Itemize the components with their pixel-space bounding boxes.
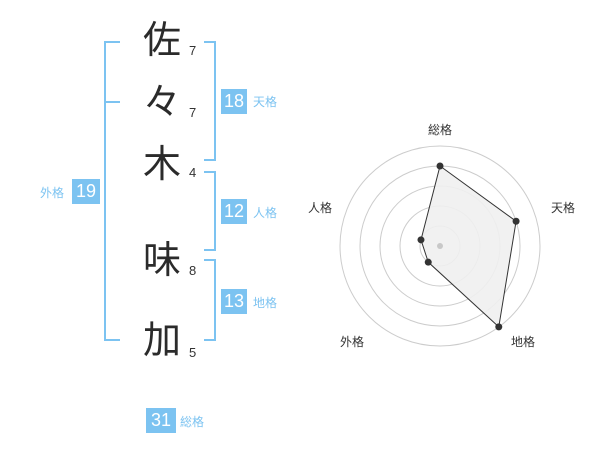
name-char-5: 加 bbox=[142, 318, 181, 362]
jinkaku-value: 12 bbox=[221, 199, 247, 224]
stroke-count-5: 5 bbox=[189, 345, 197, 360]
radar-axis-label-chikaku: 地格 bbox=[511, 335, 536, 349]
radar-axis-label-soukaku: 総格 bbox=[428, 123, 453, 137]
radar-axis-label-tenkaku: 天格 bbox=[551, 201, 576, 215]
radar-point-3 bbox=[495, 323, 503, 331]
radar-point-1 bbox=[436, 162, 444, 170]
radar-axis-label-gaikaku: 外格 bbox=[340, 335, 365, 349]
radar-point-4 bbox=[424, 258, 432, 266]
soukaku-label: 総格 bbox=[180, 415, 205, 429]
stroke-count-1: 7 bbox=[189, 43, 197, 58]
tenkaku-label: 天格 bbox=[253, 95, 278, 109]
radar-point-5 bbox=[417, 236, 425, 244]
chikaku-label: 地格 bbox=[253, 296, 278, 310]
chikaku-value: 13 bbox=[221, 289, 247, 314]
radar-grid-ring bbox=[339, 145, 541, 347]
radar-point-2 bbox=[512, 217, 520, 225]
radar-center-dot bbox=[437, 243, 443, 249]
soukaku-value: 31 bbox=[146, 408, 176, 433]
radar-series-polygon bbox=[420, 165, 517, 328]
name-char-3: 木 bbox=[142, 142, 181, 186]
gaikaku-value: 19 bbox=[72, 179, 100, 204]
stroke-count-3: 4 bbox=[189, 165, 197, 180]
tenkaku-value: 18 bbox=[221, 89, 247, 114]
jinkaku-label: 人格 bbox=[253, 206, 278, 220]
gaikaku-label: 外格 bbox=[40, 186, 65, 200]
name-char-4: 味 bbox=[142, 238, 181, 282]
name-char-2: 々 bbox=[142, 80, 181, 124]
name-char-1: 佐 bbox=[142, 18, 181, 62]
stroke-count-4: 8 bbox=[189, 263, 197, 278]
radar-axis-label-jinkaku: 人格 bbox=[308, 201, 333, 215]
stroke-count-2: 7 bbox=[189, 105, 197, 120]
